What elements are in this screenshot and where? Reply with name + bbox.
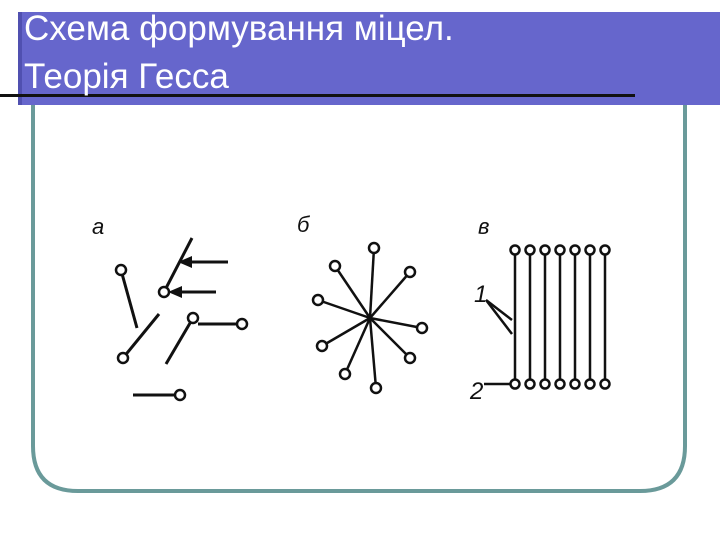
panel-c-lamellar-micelle	[484, 244, 611, 390]
approach-arrow	[178, 256, 228, 268]
marker-2-label: 2	[469, 378, 483, 405]
panel-b-spherical-micelle	[311, 241, 429, 395]
molecule	[116, 313, 161, 365]
molecule	[133, 388, 187, 402]
title-underline	[0, 94, 635, 97]
slide-title-line-1: Схема формування міцел.	[24, 9, 454, 48]
header-band-edge	[18, 12, 22, 105]
panel-label-a: а	[92, 214, 104, 239]
slide-title-line-2: Теорія Гесса	[24, 57, 229, 96]
molecule	[157, 237, 194, 299]
panel-a-molecules	[114, 237, 249, 402]
panel-label-b: б	[297, 212, 311, 237]
molecule	[164, 311, 200, 365]
approach-arrow	[168, 286, 216, 298]
panel-label-c: в	[478, 214, 489, 239]
molecule	[198, 317, 249, 331]
marker-1-pointer	[485, 299, 513, 335]
header-band	[18, 12, 720, 105]
content-frame	[31, 95, 687, 493]
micelle-diagram	[114, 237, 611, 402]
marker-1-label: 1	[474, 281, 487, 308]
molecule	[114, 263, 139, 329]
